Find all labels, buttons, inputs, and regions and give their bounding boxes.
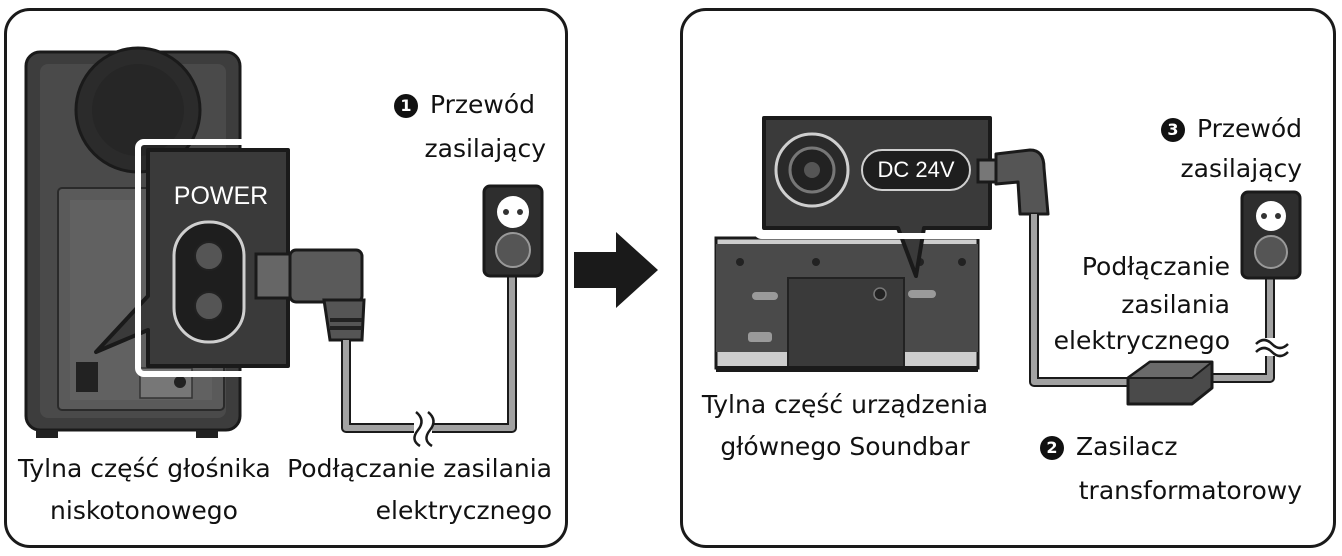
dc-plug <box>976 148 1050 216</box>
subwoofer-caption-line1: Tylna część głośnika <box>18 454 271 483</box>
power-port-label: POWER <box>173 182 269 210</box>
step-number-2-icon: 2 <box>1040 436 1064 460</box>
dc-port-label: DC 24V <box>877 157 955 182</box>
wall-outlet-left <box>482 184 544 278</box>
soundbar-caption-line2: głównego Soundbar <box>720 432 970 461</box>
soundbar-rear <box>714 236 980 372</box>
power-plug <box>254 248 366 342</box>
outlet-caption-left-line2: elektrycznego <box>375 496 552 525</box>
arrow-right-icon <box>574 232 658 308</box>
step-number-1-icon: 1 <box>394 94 418 118</box>
cord-label-right-line2: zasilający <box>1180 154 1302 183</box>
step-number-3-icon: 3 <box>1160 118 1185 142</box>
power-adapter <box>1126 360 1214 406</box>
subwoofer-caption-line2: niskotonowego <box>50 496 238 525</box>
adapter-label-line2: transformatorowy <box>1078 476 1302 505</box>
outlet-caption-right-line1: Podłączanie <box>1081 252 1230 281</box>
power-cable-left <box>341 270 517 433</box>
wall-outlet-right <box>1240 190 1302 280</box>
outlet-caption-right-line3: elektrycznego <box>1053 326 1230 355</box>
outlet-caption-left-line1: Podłączanie zasilania <box>287 454 552 483</box>
power-callout <box>94 139 301 377</box>
cord-label-left-line2: zasilający <box>424 134 546 163</box>
soundbar-caption-line1: Tylna część urządzenia <box>701 390 989 419</box>
outlet-caption-right-line2: zasilania <box>1121 290 1230 319</box>
